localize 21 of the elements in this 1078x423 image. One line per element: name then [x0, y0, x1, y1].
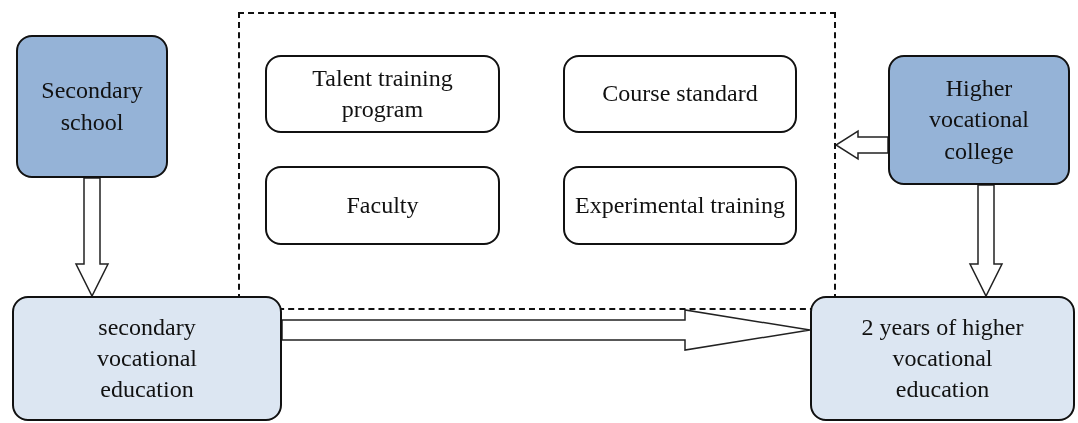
rounded-box [12, 296, 282, 421]
node-label: Experimental training [575, 190, 785, 220]
node-label: Course standard [602, 79, 758, 109]
rounded-box [888, 55, 1070, 185]
block-arrow [968, 184, 1004, 298]
block-arrow [74, 177, 110, 298]
rounded-box [563, 55, 797, 133]
rounded-box [563, 166, 797, 245]
rounded-box [810, 296, 1075, 421]
rounded-box [16, 35, 168, 178]
block-arrow [281, 309, 811, 351]
node-label: Faculty [346, 190, 419, 220]
rounded-box [265, 55, 500, 133]
node-label: 2 years of higher vocational education [860, 312, 1025, 405]
node-label: Talent training program [311, 63, 454, 124]
rounded-box [265, 166, 500, 245]
node-label: Secondary school [40, 76, 144, 137]
node-label: secondary vocational education [96, 312, 198, 405]
block-arrow [834, 129, 889, 161]
dashed-frame [238, 12, 836, 310]
node-label: Higher vocational college [928, 74, 1030, 166]
